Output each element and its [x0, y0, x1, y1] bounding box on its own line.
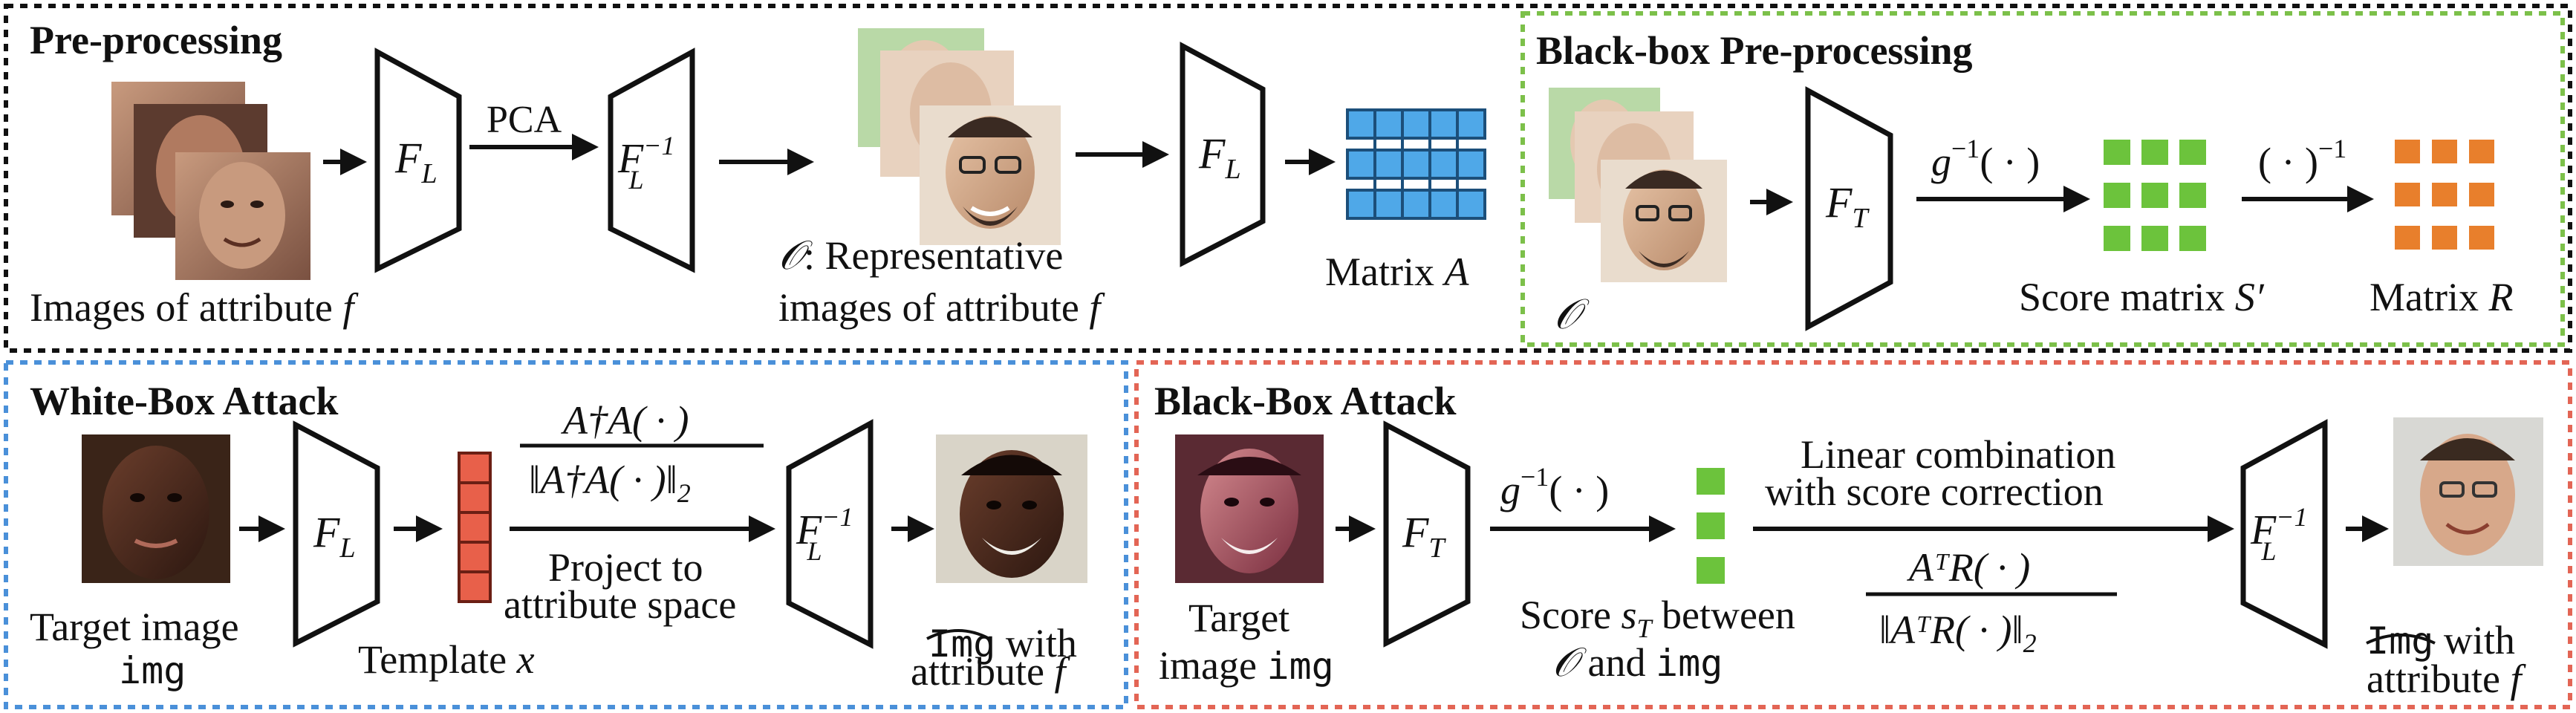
- score-matrix-caption: Score matrix S′: [2019, 275, 2265, 319]
- score-vector-st: [1697, 468, 1725, 584]
- hat-accent: [2366, 634, 2436, 645]
- whitebox-output-image: [936, 434, 1087, 583]
- representative-caption-line-2: images of attribute f: [778, 285, 1105, 330]
- blackbox-encoder-ft-label: FT: [1402, 508, 1446, 564]
- combination-label-line-1: Linear combination: [1801, 432, 2115, 477]
- blackbox-target-image: [1175, 434, 1324, 583]
- encoder-fl-label-2: FL: [1198, 129, 1241, 185]
- encoder-ft-block: [1805, 86, 1893, 331]
- whitebox-output-caption-line-2: attribute f: [911, 649, 1070, 694]
- preprocessing-panel: [4, 4, 2572, 353]
- whitebox-title: White-Box Attack: [30, 379, 338, 423]
- representative-images-stack: [858, 28, 1061, 245]
- inverse-op-label: ( · )−1: [2258, 134, 2346, 184]
- o-symbol-label: 𝒪: [1554, 292, 1590, 338]
- score-matrix-s: [2104, 140, 2206, 251]
- blackbox-target-caption-line-2: image img: [1159, 643, 1334, 688]
- score-caption-line-1: Score sT between: [1520, 593, 1795, 643]
- pca-label: PCA: [487, 99, 562, 141]
- whitebox-decoder-block: [786, 419, 874, 649]
- projection-label-line-1: Project to: [548, 545, 703, 590]
- blackbox-output-caption-line-2: attribute f: [2367, 657, 2526, 701]
- projection-denominator: ‖A†A( · )‖2: [529, 458, 691, 508]
- blackbox-encoder-ft-block: [1383, 420, 1471, 648]
- o-images-stack: [1549, 88, 1727, 282]
- blackbox-preprocessing-title: Black-box Pre-processing: [1536, 28, 1973, 73]
- whitebox-target-caption-line-2: img: [119, 649, 186, 692]
- blackbox-output-caption-line-1: Img with: [2367, 618, 2515, 662]
- encoder-fl-block: [374, 48, 462, 273]
- projection-numerator: A†A( · ): [561, 398, 689, 443]
- encoder-fl-label: FL: [394, 134, 438, 189]
- whitebox-panel: [4, 360, 1128, 709]
- projection-label-line-2: attribute space: [504, 582, 736, 627]
- representative-caption-line-1: 𝒪: Representative: [778, 233, 1063, 278]
- combination-numerator: AᵀR( · ): [1907, 545, 2030, 590]
- whitebox-encoder-fl-label: FL: [313, 508, 356, 564]
- encoder-fl-block-2: [1180, 42, 1266, 267]
- blackbox-output-image: [2393, 417, 2543, 566]
- matrix-a: [1346, 108, 1486, 220]
- combination-label-line-2: with score correction: [1765, 469, 2104, 514]
- matrix-r-caption: Matrix R: [2370, 275, 2513, 319]
- matrix-a-caption: Matrix A: [1325, 250, 1469, 294]
- whitebox-target-caption-line-1: Target image: [30, 605, 239, 649]
- blackbox-g-inverse-label: g−1( · ): [1500, 462, 1609, 512]
- matrix-r: [2395, 140, 2494, 250]
- template-caption: Template x: [358, 637, 535, 682]
- score-caption-line-2: 𝒪 and img: [1552, 640, 1723, 685]
- blackbox-title: Black-Box Attack: [1154, 379, 1457, 423]
- g-inverse-label: g−1( · ): [1931, 134, 2040, 184]
- whitebox-encoder-fl-block: [293, 420, 380, 648]
- blackbox-target-caption-line-1: Target: [1188, 596, 1289, 640]
- encoder-ft-label: FT: [1825, 178, 1870, 234]
- blackbox-decoder-block: [2240, 419, 2328, 649]
- decoder-fl-inverse-block: [608, 48, 695, 273]
- attribute-images-stack: [111, 82, 310, 280]
- template-x-vector: [458, 452, 492, 603]
- whitebox-target-image: [82, 434, 230, 583]
- blackbox-preprocessing-panel: [1520, 11, 2565, 347]
- images-caption: Images of attribute f: [30, 285, 359, 330]
- whitebox-output-caption-line-1: Img with: [928, 621, 1077, 665]
- combination-denominator: ‖AᵀR( · )‖2: [1879, 608, 2037, 658]
- preprocessing-title: Pre-processing: [30, 18, 282, 62]
- hat-accent: [926, 629, 990, 640]
